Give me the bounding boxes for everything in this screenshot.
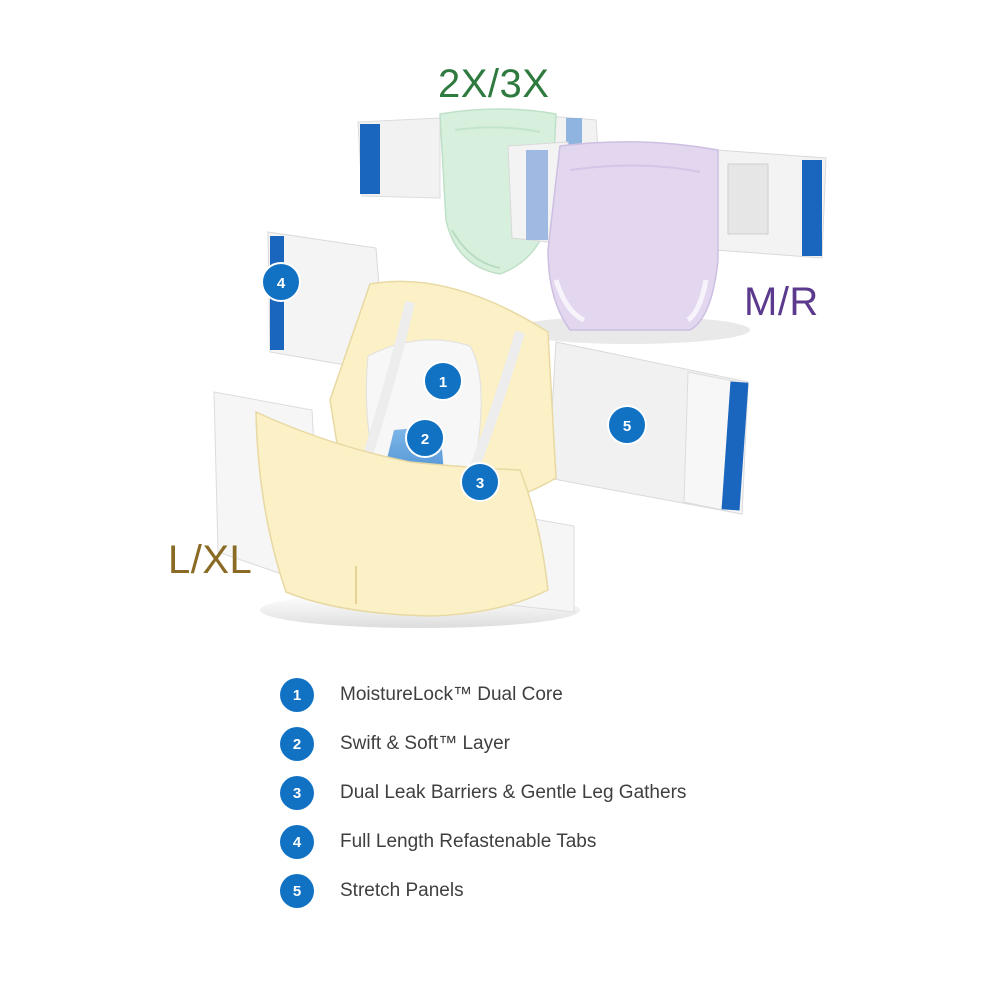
legend-text: Dual Leak Barriers & Gentle Leg Gathers xyxy=(340,782,687,803)
brief-mr xyxy=(507,141,827,344)
callout-number: 4 xyxy=(277,275,286,292)
legend-text: Swift & Soft™ Layer xyxy=(340,733,511,754)
legend-item: 4 Full Length Refastenable Tabs xyxy=(280,825,780,859)
feature-legend: 1 MoistureLock™ Dual Core 2 Swift & Soft… xyxy=(280,678,780,923)
product-illustration: 1 2 3 4 5 2X/3X M/R L/XL xyxy=(168,62,827,628)
callout-3: 3 xyxy=(460,462,500,502)
legend-text: MoistureLock™ Dual Core xyxy=(340,684,563,705)
number-badge: 3 xyxy=(280,776,314,810)
tab-stripe xyxy=(802,160,822,256)
legend-item: 2 Swift & Soft™ Layer xyxy=(280,727,780,761)
callout-2: 2 xyxy=(405,418,445,458)
callout-number: 2 xyxy=(421,431,429,448)
tab-stripe xyxy=(721,381,749,511)
legend-item: 1 MoistureLock™ Dual Core xyxy=(280,678,780,712)
callout-4: 4 xyxy=(261,262,301,302)
size-label-mr: M/R xyxy=(744,280,819,324)
number-badge: 2 xyxy=(280,727,314,761)
legend-text: Full Length Refastenable Tabs xyxy=(340,831,597,852)
number-badge: 4 xyxy=(280,825,314,859)
size-label-2x3x: 2X/3X xyxy=(438,62,550,106)
callout-number: 5 xyxy=(623,418,631,435)
tab-stripe xyxy=(360,124,380,194)
callout-5: 5 xyxy=(607,405,647,445)
callout-number: 3 xyxy=(476,475,484,492)
number-badge: 5 xyxy=(280,874,314,908)
callout-1: 1 xyxy=(423,361,463,401)
briefs-illustration: 1 2 3 4 5 xyxy=(213,108,827,628)
legend-item: 5 Stretch Panels xyxy=(280,874,780,908)
size-label-lxl: L/XL xyxy=(168,538,253,582)
number-badge: 1 xyxy=(280,678,314,712)
callout-number: 1 xyxy=(439,374,447,391)
legend-item: 3 Dual Leak Barriers & Gentle Leg Gather… xyxy=(280,776,780,810)
legend-text: Stretch Panels xyxy=(340,880,464,901)
